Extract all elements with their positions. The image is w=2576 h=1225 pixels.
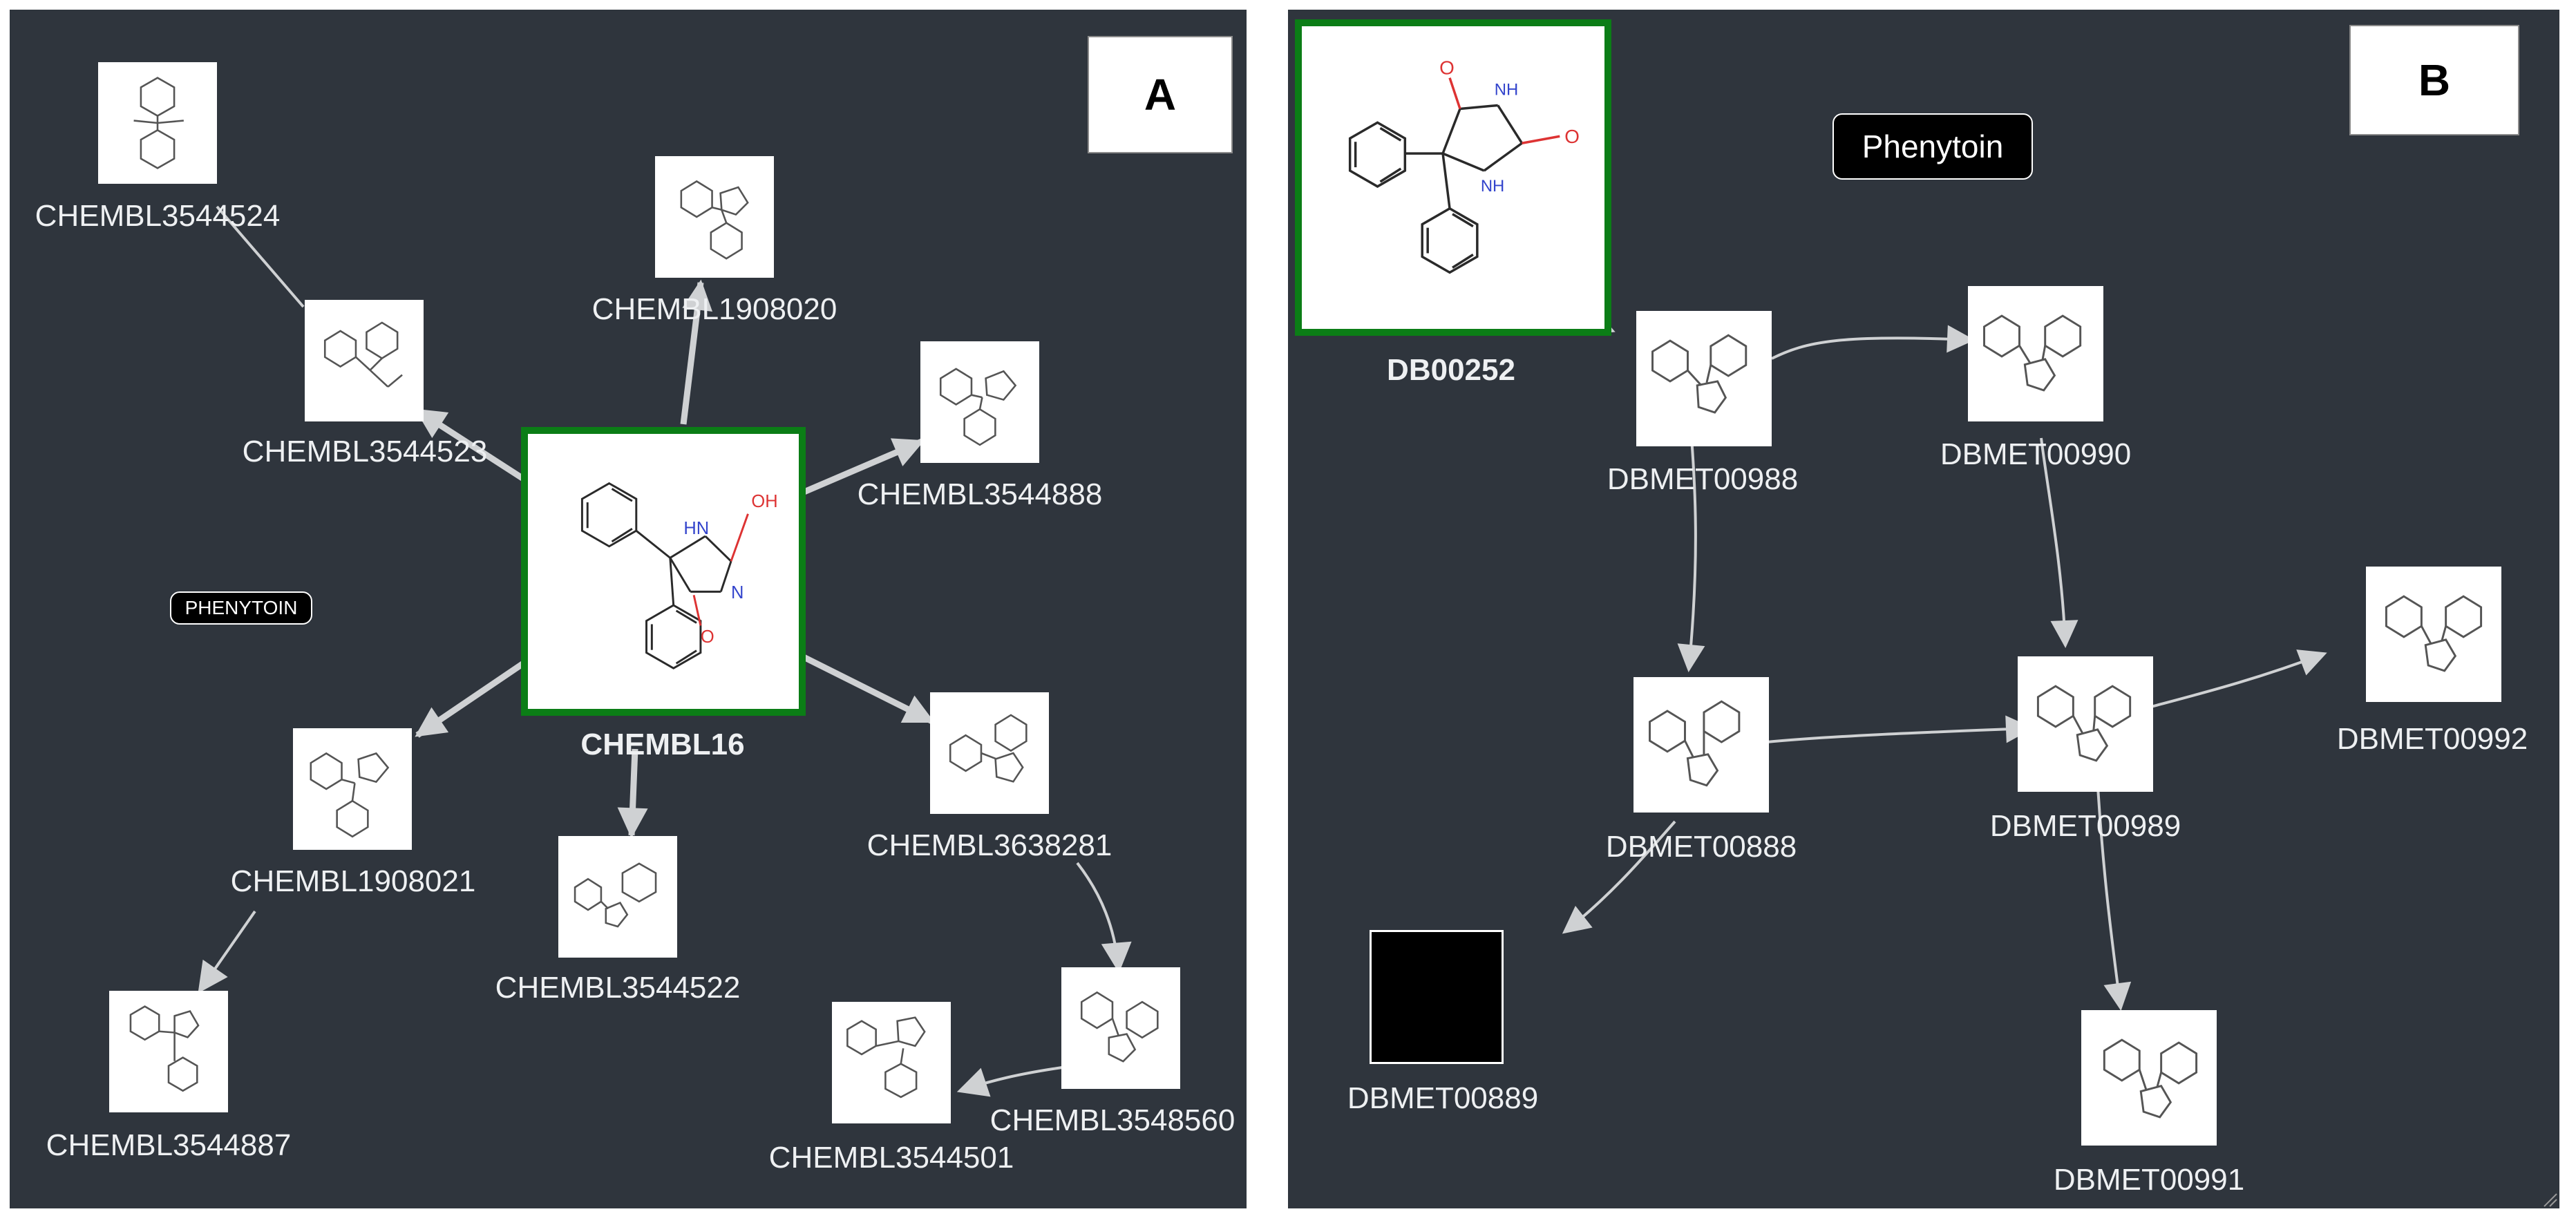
- molecule-icon: [680, 180, 749, 260]
- node-chembl3544522[interactable]: [558, 836, 677, 958]
- edge-3638281-3548560: [1076, 862, 1132, 974]
- node-dbmet00991[interactable]: [2081, 1010, 2217, 1146]
- label-chembl3638281: CHEMBL3638281: [866, 828, 1112, 862]
- molecule-icon: [129, 1005, 200, 1092]
- edge-3548560-3544501: [956, 1065, 1068, 1097]
- title-pill-a[interactable]: PHENYTOIN: [170, 591, 312, 625]
- svg-text:N: N: [731, 583, 744, 602]
- node-chembl3544523[interactable]: [305, 300, 424, 421]
- panel-a: A PHENYTOIN: [10, 10, 1247, 1208]
- molecule-icon: [1649, 700, 1741, 787]
- label-chembl3544523: CHEMBL3544523: [242, 435, 488, 468]
- svg-text:O: O: [701, 627, 714, 647]
- hub-label-db00252: DB00252: [1387, 353, 1515, 387]
- node-chembl3638281[interactable]: [930, 692, 1049, 814]
- label-chembl3544501: CHEMBL3544501: [768, 1141, 1014, 1175]
- molecule-icon: [323, 321, 403, 388]
- svg-text:HN: HN: [683, 519, 709, 538]
- molecule-icon: [2036, 685, 2132, 762]
- node-chembl3544888[interactable]: [920, 341, 1039, 463]
- title-pill-b[interactable]: Phenytoin: [1832, 113, 2033, 180]
- label-dbmet00988: DBMET00988: [1607, 462, 1799, 496]
- label-dbmet00992: DBMET00992: [2336, 722, 2528, 756]
- node-dbmet00990[interactable]: [1968, 286, 2103, 421]
- panel-b: B Phenytoin O O NH NH: [1288, 10, 2559, 1208]
- label-dbmet00889: DBMET00889: [1347, 1081, 1539, 1115]
- molecule-icon: [2103, 1038, 2198, 1119]
- panel-a-corner-label: A: [1088, 36, 1233, 153]
- label-chembl1908021: CHEMBL1908021: [230, 864, 476, 898]
- node-dbmet00888[interactable]: [1633, 677, 1769, 813]
- phenytoin-structure-icon: OH HN N O: [580, 482, 778, 670]
- phenytoin-structure-icon: O O NH NH: [1348, 57, 1580, 274]
- label-dbmet00990: DBMET00990: [1940, 437, 2132, 471]
- node-dbmet00889[interactable]: [1370, 930, 1504, 1064]
- molecule-icon: [2385, 595, 2483, 672]
- node-chembl3544501[interactable]: [832, 1002, 951, 1123]
- label-dbmet00888: DBMET00888: [1605, 830, 1797, 864]
- molecule-icon: [133, 77, 184, 169]
- node-chembl3544887[interactable]: [109, 991, 228, 1112]
- edge-dbmet00888-dbmet00989: [1766, 715, 2034, 743]
- node-dbmet00992[interactable]: [2366, 567, 2501, 702]
- panel-b-corner-label: B: [2349, 25, 2519, 135]
- molecule-icon: [1080, 991, 1159, 1063]
- edge-hub-3638281: [799, 652, 935, 725]
- label-chembl3544522: CHEMBL3544522: [495, 971, 741, 1005]
- label-chembl1908020: CHEMBL1908020: [591, 292, 837, 326]
- edge-hub-1908021: [415, 660, 527, 738]
- node-chembl1908021[interactable]: [293, 728, 412, 850]
- node-chembl3544524[interactable]: [98, 62, 217, 184]
- edge-hub-3544522: [617, 748, 648, 839]
- molecule-icon: [949, 714, 1027, 783]
- svg-text:O: O: [1564, 126, 1580, 147]
- label-dbmet00991: DBMET00991: [2053, 1163, 2245, 1197]
- node-dbmet00989[interactable]: [2018, 656, 2153, 792]
- molecule-icon: [846, 1016, 926, 1099]
- molecule-icon: [310, 752, 390, 838]
- edge-dbmet00989-dbmet00992: [2148, 649, 2327, 709]
- hub-label-chembl16: CHEMBL16: [580, 728, 745, 761]
- svg-text:NH: NH: [1481, 177, 1504, 196]
- molecule-icon: [1651, 334, 1748, 414]
- svg-text:OH: OH: [751, 492, 777, 511]
- node-chembl3548560[interactable]: [1061, 967, 1180, 1089]
- svg-text:O: O: [1439, 57, 1455, 79]
- molecule-icon: [939, 368, 1017, 446]
- edge-dbmet00988-dbmet00990: [1771, 325, 1975, 360]
- label-chembl3544888: CHEMBL3544888: [857, 477, 1103, 511]
- edge-1908021-3544887: [198, 910, 256, 994]
- node-dbmet00988[interactable]: [1636, 311, 1772, 446]
- svg-text:NH: NH: [1495, 81, 1518, 99]
- molecule-icon: [574, 862, 657, 928]
- label-chembl3548560: CHEMBL3548560: [989, 1103, 1235, 1137]
- hub-node-db00252[interactable]: O O NH NH: [1295, 19, 1611, 336]
- resize-grip-icon: [2544, 1193, 2557, 1207]
- label-chembl3544524: CHEMBL3544524: [35, 199, 281, 233]
- label-dbmet00989: DBMET00989: [1989, 809, 2181, 843]
- molecule-icon: [1983, 314, 2082, 392]
- hub-node-chembl16[interactable]: OH HN N O: [521, 427, 806, 716]
- node-chembl1908020[interactable]: [655, 156, 774, 278]
- label-chembl3544887: CHEMBL3544887: [46, 1128, 292, 1162]
